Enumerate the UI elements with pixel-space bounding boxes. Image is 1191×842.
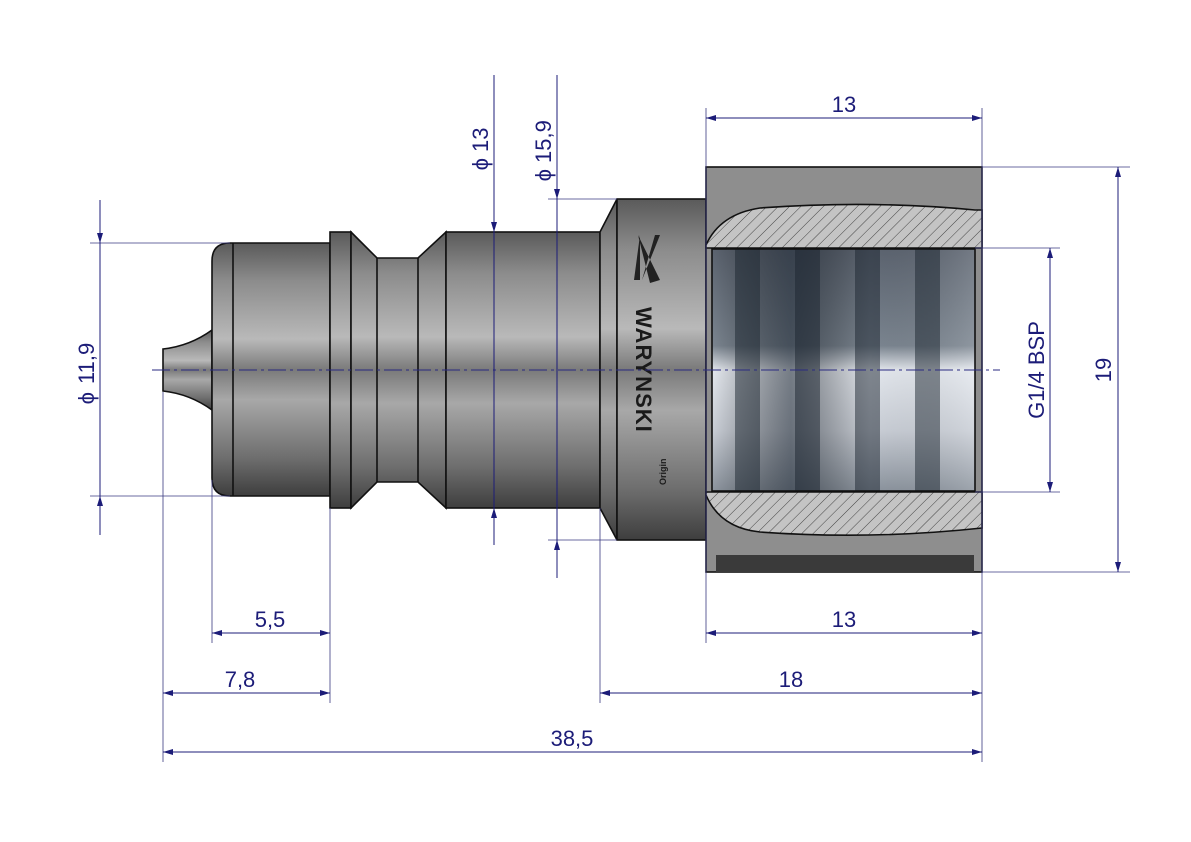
svg-text:15,9: 15,9 xyxy=(531,120,556,163)
dim-dia-body: ϕ 13 xyxy=(468,128,493,171)
dim-thread: G1/4 BSP xyxy=(1024,321,1049,419)
svg-text:ϕ: ϕ xyxy=(74,392,99,404)
dim-front-length: 5,5 xyxy=(255,607,286,632)
dim-dia-hex: ϕ 15,9 xyxy=(531,120,556,181)
logo-mark-icon xyxy=(634,235,660,283)
svg-text:Origin: Origin xyxy=(658,459,668,486)
svg-text:ϕ: ϕ xyxy=(468,158,493,170)
dim-dia-front: ϕ 11,9 xyxy=(74,343,99,405)
dimension-lines xyxy=(97,75,1121,755)
coupling-plug: WARYNSKI Origin xyxy=(162,166,983,573)
dim-nose-to-collar: 7,8 xyxy=(225,667,256,692)
dim-nut-length-bottom: 13 xyxy=(832,607,856,632)
section-hatch-top xyxy=(705,203,983,249)
dim-total-length: 38,5 xyxy=(551,726,594,751)
dim-rear-length: 18 xyxy=(779,667,803,692)
svg-text:ϕ: ϕ xyxy=(531,169,556,181)
dim-nut-height: 19 xyxy=(1091,358,1116,382)
svg-text:11,9: 11,9 xyxy=(74,343,99,384)
section-hatch-bottom xyxy=(705,491,983,536)
dim-nut-length-top: 13 xyxy=(832,92,856,117)
svg-text:13: 13 xyxy=(468,128,493,152)
dimension-labels: 13 13 5,5 7,8 18 38,5 G1/4 BSP 19 ϕ 13 ϕ… xyxy=(74,92,1116,751)
